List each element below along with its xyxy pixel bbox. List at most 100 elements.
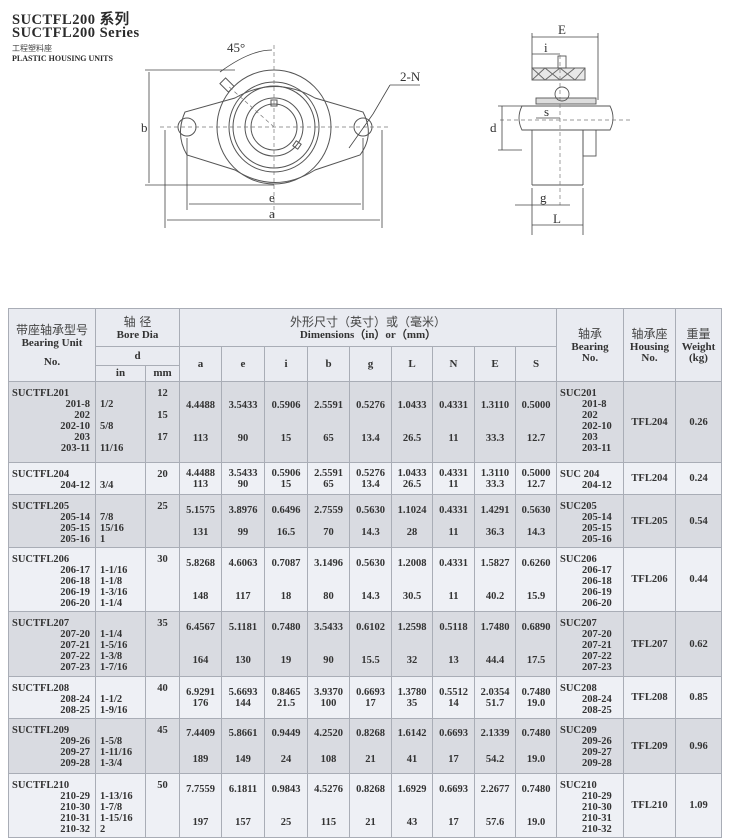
bore-in-value: 1-3/8 [100,651,123,662]
dim-in-value: 0.5630 [521,504,551,516]
dim-mm-value: 13.4 [361,478,380,490]
dim-in-value: 0.6890 [521,622,551,633]
bore-mm-value: 12 [157,388,168,399]
dim-a-label: a [269,206,275,221]
weight-cell: 0.24 [675,462,722,495]
dim-mm-value: 189 [192,753,209,765]
bore-in-value [100,554,141,565]
bore-in-value: 1-9/16 [100,705,128,716]
header-dimensions: 外形尺寸（英寸）或（毫米） Dimensions（in）or（mm） [179,308,557,347]
dim-mm-value: 19.0 [526,753,546,765]
housing-no-cell: TFL206 [623,547,676,612]
unit-variant: 203-11 [60,443,90,454]
dim-in-value: 1.4291 [480,504,510,516]
bearing-variant: 205-14 [582,512,612,523]
dim-mm-value: 108 [320,753,337,765]
bore-mm-value [148,705,177,716]
weight-cell: 0.54 [675,494,722,548]
bore-mm-value: 40 [157,683,168,694]
dim-in-value: 1.0433 [397,467,427,479]
bore-in-value: 1-5/8 [100,736,123,747]
unit-variant: 205-15 [60,523,90,534]
dim-cell-S: 0.7480 19.0 [515,718,557,774]
header-bore-dia: 轴 径 Bore Dia [95,308,180,347]
bore-in-value: 5/8 [100,421,114,432]
bore-in-value: 1-1/2 [100,694,123,705]
dim-mm-value: 33.3 [485,478,505,490]
bore-mm-value [148,651,177,662]
dim-in-value: 0.4331 [439,557,468,569]
bore-mm-value [148,576,177,587]
dim-b-label: b [141,120,148,135]
dim-mm-value: 43 [406,816,418,828]
dim-mm-value: 21 [365,816,376,828]
dim-mm-value: 51.7 [485,697,505,709]
dim-in-value: 4.2520 [314,727,343,739]
unit-variant: 206-20 [60,598,90,609]
bore-mm-value: 45 [157,725,168,736]
unit-variant: 210-30 [60,802,90,813]
dim-mm-value: 113 [192,478,209,490]
dim-mm-value: 17 [448,816,459,828]
dim-in-value: 7.7559 [186,783,215,795]
bore-in-value: 1-1/4 [100,598,123,609]
bearing-variant: 209-28 [582,758,612,769]
dim-mm-value: 11 [448,590,459,602]
header-dim-L: L [391,346,433,382]
dim-in-value: 3.1496 [314,557,343,569]
bore-mm-value [148,640,177,651]
bearing-variant: 205-15 [582,523,612,534]
dim-mm-value: 14.3 [361,590,380,602]
bore-mm-cell: 45 [145,718,180,774]
subtitle-cn: 工程塑料座 [12,44,52,53]
bore-mm-cell: 35 [145,611,180,677]
dim-mm-value: 70 [323,526,334,538]
bore-in-value: 11/16 [100,443,124,454]
dim-in-value: 0.6102 [356,622,385,633]
dim-in-value: 4.4488 [186,467,215,479]
unit-model: SUCTFL210 [12,780,70,791]
dim-in-value: 1.7480 [480,622,510,633]
bearing-variant: 209-26 [582,736,612,747]
unit-variant: 209-27 [60,747,90,758]
dim-in-value: 6.9291 [186,686,215,698]
dim-in-value: 0.6693 [439,783,468,795]
dim-mm-value: 30.5 [402,590,422,602]
header-bearing-unit: 带座轴承型号 Bearing Unit No. [8,308,96,382]
dim-mm-value: 148 [192,590,209,602]
dim-in-value: 0.7480 [521,727,551,739]
dim-in-value: 6.1811 [228,783,258,795]
dim-mm-value: 149 [235,753,251,765]
bore-mm-value [148,813,177,824]
side-view-drawing: E i s d g L [490,22,630,235]
bore-mm-value [148,523,177,534]
bearing-model: SUC207 [560,618,597,629]
bore-in-value [100,501,141,512]
bore-in-value: 1-7/16 [100,662,128,673]
bore-in-value: 2 [100,824,106,835]
bearing-variant: 207-20 [582,629,612,640]
bore-mm-cell: 50 [145,773,180,838]
bore-in-value [100,410,141,421]
bearing-variant: 210-32 [582,824,612,835]
